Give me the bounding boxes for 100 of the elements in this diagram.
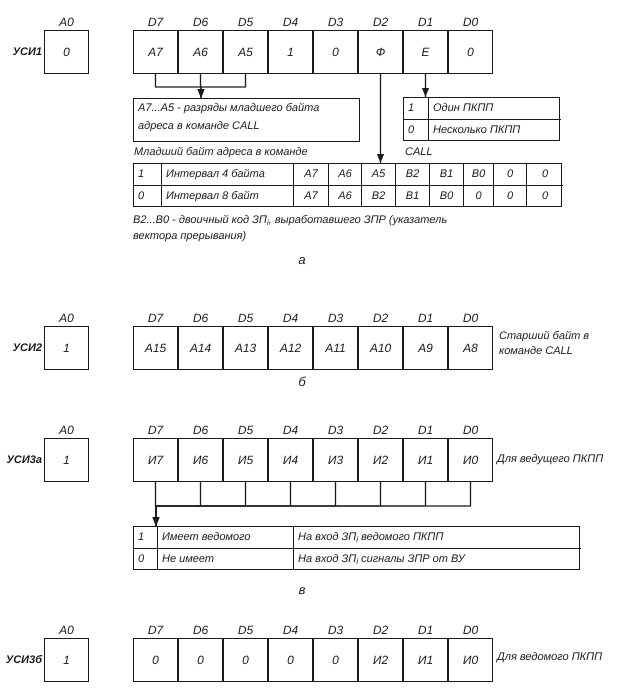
bit-label: D4 bbox=[282, 422, 298, 438]
bit-label: D7 bbox=[148, 310, 164, 326]
table-cell: A6 bbox=[328, 185, 361, 206]
register-cell: Е bbox=[403, 30, 448, 74]
table-cell: Интервал 4 байта bbox=[161, 164, 293, 185]
register-cell: 1 bbox=[44, 438, 89, 482]
caption-text: Для ведущего ПКПП bbox=[497, 452, 604, 467]
table-cell: В0 bbox=[463, 164, 493, 185]
figure-letter: а bbox=[297, 251, 307, 269]
register-cell: A11 bbox=[313, 326, 358, 370]
register-cell: A7 bbox=[133, 30, 178, 74]
table-cell: На вход ЗП$_{i}$ ведомого ПКПП bbox=[293, 527, 581, 548]
figure-letter: б bbox=[297, 373, 307, 391]
bit-label: A0 bbox=[59, 310, 74, 326]
bit-label: D1 bbox=[418, 422, 434, 438]
note-text: В2...В0 - двоичный код ЗП$_{i}$, выработавшего ЗПР (указатель вектора прерывания) bbox=[133, 213, 448, 244]
register-cell: A8 bbox=[448, 326, 493, 370]
register-cell: И7 bbox=[133, 438, 178, 482]
bit-label: D5 bbox=[238, 422, 254, 438]
table-cell: Один ПКПП bbox=[428, 98, 561, 119]
table-cell: В2 bbox=[361, 185, 395, 206]
register-cell: 0 bbox=[44, 30, 89, 74]
bit-label: A0 bbox=[59, 14, 74, 30]
register-cell: И1 bbox=[403, 438, 448, 482]
table-cell: 0 bbox=[134, 185, 161, 206]
bit-label: D4 bbox=[282, 622, 298, 638]
bit-label: D2 bbox=[372, 310, 388, 326]
bit-label: A0 bbox=[59, 422, 74, 438]
register-cell: 0 bbox=[178, 638, 223, 682]
table-cell: В1 bbox=[395, 185, 429, 206]
bit-label: D6 bbox=[192, 310, 208, 326]
register-cell: A15 bbox=[133, 326, 178, 370]
register-cell: A12 bbox=[268, 326, 313, 370]
bit-label: D7 bbox=[148, 14, 164, 30]
register-cell: A9 bbox=[403, 326, 448, 370]
register-cell: 0 bbox=[313, 638, 358, 682]
table-cell: 0 bbox=[463, 185, 493, 206]
table-cell: Не имеет bbox=[157, 548, 293, 569]
register-cell: 0 bbox=[313, 30, 358, 74]
bit-label: D3 bbox=[328, 310, 344, 326]
bit-label: D6 bbox=[192, 422, 208, 438]
register-name: УСИ3б bbox=[6, 653, 42, 668]
table-cell: A7 bbox=[293, 185, 328, 206]
bit-label: D3 bbox=[328, 622, 344, 638]
table-cell: В1 bbox=[429, 164, 463, 185]
table-cell: A5 bbox=[361, 164, 395, 185]
bit-label: D3 bbox=[328, 422, 344, 438]
register-cell: A10 bbox=[358, 326, 403, 370]
table-cell: A7 bbox=[293, 164, 328, 185]
table-cell: В2 bbox=[395, 164, 429, 185]
register-name: УСИ2 bbox=[12, 341, 42, 356]
arrow bbox=[422, 74, 430, 97]
register-cell: A14 bbox=[178, 326, 223, 370]
table-cell: 0 bbox=[526, 185, 563, 206]
caption-text: Для ведомого ПКПП bbox=[497, 650, 604, 665]
bit-label: D0 bbox=[462, 310, 478, 326]
table-cell: 0 bbox=[493, 164, 526, 185]
bit-label: A0 bbox=[59, 622, 74, 638]
bit-label: D7 bbox=[148, 422, 164, 438]
bit-label: D0 bbox=[462, 422, 478, 438]
register-cell: A6 bbox=[178, 30, 223, 74]
table-cell: Интервал 8 байт bbox=[161, 185, 293, 206]
register-name: УСИ1 bbox=[12, 45, 42, 60]
register-cell: 0 bbox=[133, 638, 178, 682]
register-cell: И2 bbox=[358, 638, 403, 682]
register-cell: Ф bbox=[358, 30, 403, 74]
bit-label: D1 bbox=[418, 14, 434, 30]
table-cell: A6 bbox=[328, 164, 361, 185]
bit-label: D6 bbox=[192, 622, 208, 638]
register-cell: И1 bbox=[403, 638, 448, 682]
bit-label: D2 bbox=[372, 422, 388, 438]
register-name: УСИ3а bbox=[6, 453, 42, 468]
register-cell: И6 bbox=[178, 438, 223, 482]
table-cell: В0 bbox=[429, 185, 463, 206]
bit-label: D5 bbox=[238, 622, 254, 638]
register-cell: 1 bbox=[44, 326, 89, 370]
bit-table bbox=[133, 163, 562, 207]
register-cell: A5 bbox=[223, 30, 268, 74]
table-cell-text: 1 bbox=[137, 530, 146, 546]
figure-letter: в bbox=[298, 581, 306, 599]
table-cell: 0 bbox=[404, 119, 428, 140]
bit-label: D1 bbox=[418, 622, 434, 638]
register-cell: 0 bbox=[448, 30, 493, 74]
register-cell: И4 bbox=[268, 438, 313, 482]
table-cell-text: 1 bbox=[137, 167, 146, 182]
bit-label: D2 bbox=[372, 14, 388, 30]
bit-label: D4 bbox=[282, 310, 298, 326]
bit-label: D0 bbox=[462, 14, 478, 30]
register-cell: 1 bbox=[44, 638, 89, 682]
register-cell: A13 bbox=[223, 326, 268, 370]
bit-label: D3 bbox=[328, 14, 344, 30]
bit-table bbox=[403, 97, 560, 141]
bit-label: D7 bbox=[148, 622, 164, 638]
note-box: A7...A5 - разряды младшего байта адреса в команде CALL bbox=[133, 98, 360, 142]
bit-label: D0 bbox=[462, 622, 478, 638]
register-cell: И5 bbox=[223, 438, 268, 482]
bit-label: D1 bbox=[418, 310, 434, 326]
table-cell: На вход ЗП$_{i}$ сигналы ЗПР от ВУ bbox=[293, 548, 581, 569]
register-cell: И2 bbox=[358, 438, 403, 482]
bit-label: D2 bbox=[372, 622, 388, 638]
